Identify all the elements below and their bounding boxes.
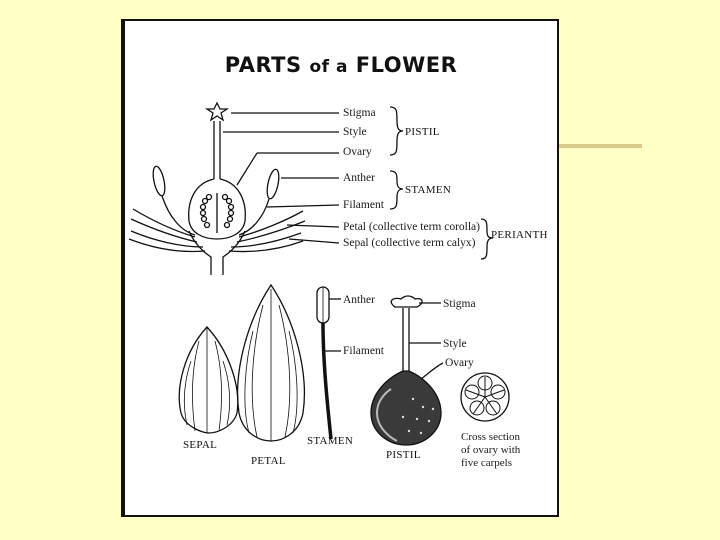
caption-cross-section-line-2: of ovary with xyxy=(461,444,520,457)
label-bottom-filament: Filament xyxy=(343,345,384,357)
label-bottom-ovary: Ovary xyxy=(445,357,474,369)
caption-pistil: PISTIL xyxy=(386,449,421,461)
top-anther-right xyxy=(265,168,281,199)
label-bottom-stigma: Stigma xyxy=(443,298,476,310)
label-anther: Anther xyxy=(343,172,375,184)
title-of-a: of a xyxy=(309,57,347,77)
label-stamen-group: STAMEN xyxy=(405,184,451,196)
flower-diagram-card: PARTS of a FLOWER Stigma Style Ovary PIS… xyxy=(121,19,559,517)
title-parts: PARTS xyxy=(225,53,302,77)
label-petal: Petal (collective term corolla) xyxy=(343,221,480,233)
cross-section-carpels xyxy=(465,376,505,415)
label-style: Style xyxy=(343,126,367,138)
caption-cross-section-line-1: Cross section xyxy=(461,431,520,444)
sepal-shape xyxy=(179,327,237,433)
caption-petal: PETAL xyxy=(251,455,286,467)
label-bottom-anther: Anther xyxy=(343,294,375,306)
caption-stamen: STAMEN xyxy=(307,435,353,447)
decorative-line xyxy=(558,144,642,148)
top-anther-left xyxy=(151,165,167,196)
title-flower: FLOWER xyxy=(356,53,458,77)
label-stigma: Stigma xyxy=(343,107,376,119)
label-bottom-style: Style xyxy=(443,338,467,350)
label-ovary: Ovary xyxy=(343,146,372,158)
label-pistil-group: PISTIL xyxy=(405,126,440,138)
pistil-ovary-shape xyxy=(371,371,441,445)
pistil-stigma-shape xyxy=(391,296,422,307)
caption-sepal: SEPAL xyxy=(183,439,217,451)
label-sepal: Sepal (collective term calyx) xyxy=(343,237,476,249)
top-stigma-shape xyxy=(207,103,227,120)
stamen-filament-shape xyxy=(323,323,331,439)
diagram-title: PARTS of a FLOWER xyxy=(125,53,557,77)
label-filament: Filament xyxy=(343,199,384,211)
caption-cross-section-line-3: five carpels xyxy=(461,457,520,470)
caption-cross-section: Cross section of ovary with five carpels xyxy=(461,431,520,470)
label-perianth-group: PERIANTH xyxy=(491,229,548,241)
